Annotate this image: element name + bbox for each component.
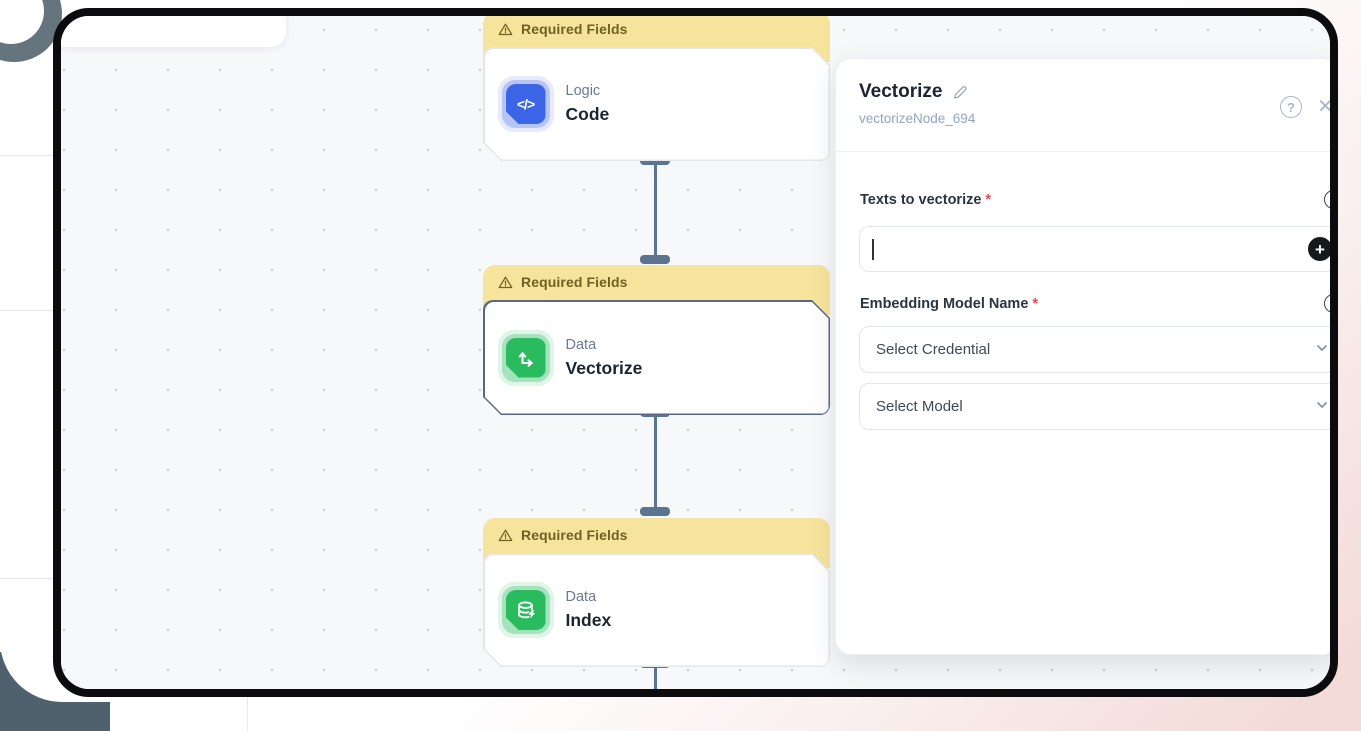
node-index[interactable]: Required Fields Data Index (483, 518, 830, 667)
edge-connector[interactable] (653, 415, 657, 509)
info-icon[interactable]: i (1324, 190, 1330, 209)
text-caret (872, 239, 874, 260)
backdrop-line (0, 310, 56, 311)
screenshot-frame: Required Fields </> Logic Code Required … (53, 8, 1338, 697)
node-vectorize[interactable]: Required Fields Data Vectorize (483, 265, 830, 415)
node-title: Code (565, 104, 610, 124)
node-category: Data (565, 336, 597, 353)
node-detail-panel: Vectorize vectorizeNode_694 ? × Texts to… (835, 58, 1333, 655)
banner-label: Required Fields (521, 527, 628, 543)
field-label-texts-to-vectorize: Texts to vectorize* (860, 192, 992, 208)
backdrop-line (0, 155, 56, 156)
warning-triangle-icon (498, 529, 513, 542)
select-model-dropdown[interactable]: Select Model (859, 383, 1330, 430)
chevron-down-icon (1314, 397, 1330, 417)
divider (836, 151, 1330, 152)
warning-triangle-icon (498, 276, 513, 289)
select-credential-dropdown[interactable]: Select Credential (859, 326, 1330, 373)
backdrop-line (247, 697, 248, 731)
database-bolt-icon (506, 590, 546, 630)
help-icon[interactable]: ? (1280, 96, 1302, 118)
code-icon: </> (506, 84, 546, 124)
node-category: Logic (565, 83, 601, 99)
required-asterisk: * (985, 192, 992, 208)
node-title: Index (565, 610, 612, 630)
banner-label: Required Fields (521, 21, 628, 37)
panel-node-id: vectorizeNode_694 (859, 111, 976, 126)
panel-title: Vectorize (859, 81, 943, 102)
edge-connector[interactable] (653, 163, 657, 259)
node-code[interactable]: Required Fields </> Logic Code (483, 16, 830, 161)
edge-target-handle[interactable] (640, 255, 670, 264)
required-asterisk: * (1032, 296, 1039, 312)
backdrop-line (0, 578, 56, 579)
warning-triangle-icon (498, 23, 513, 36)
canvas-toolbar-card (61, 16, 287, 48)
node-title: Vectorize (565, 357, 643, 378)
edge-connector[interactable] (653, 666, 657, 689)
edge-target-handle[interactable] (640, 507, 670, 516)
info-icon[interactable]: i (1324, 294, 1330, 313)
close-icon[interactable]: × (1318, 92, 1333, 120)
field-label-embedding-model-name: Embedding Model Name* (860, 296, 1039, 312)
chevron-down-icon (1314, 340, 1330, 360)
edit-pencil-icon[interactable] (952, 84, 969, 101)
vector-axis-icon (506, 338, 546, 378)
node-category: Data (565, 589, 597, 605)
add-item-button[interactable]: + (1308, 237, 1330, 261)
texts-to-vectorize-input[interactable] (859, 226, 1330, 272)
banner-label: Required Fields (521, 274, 628, 290)
